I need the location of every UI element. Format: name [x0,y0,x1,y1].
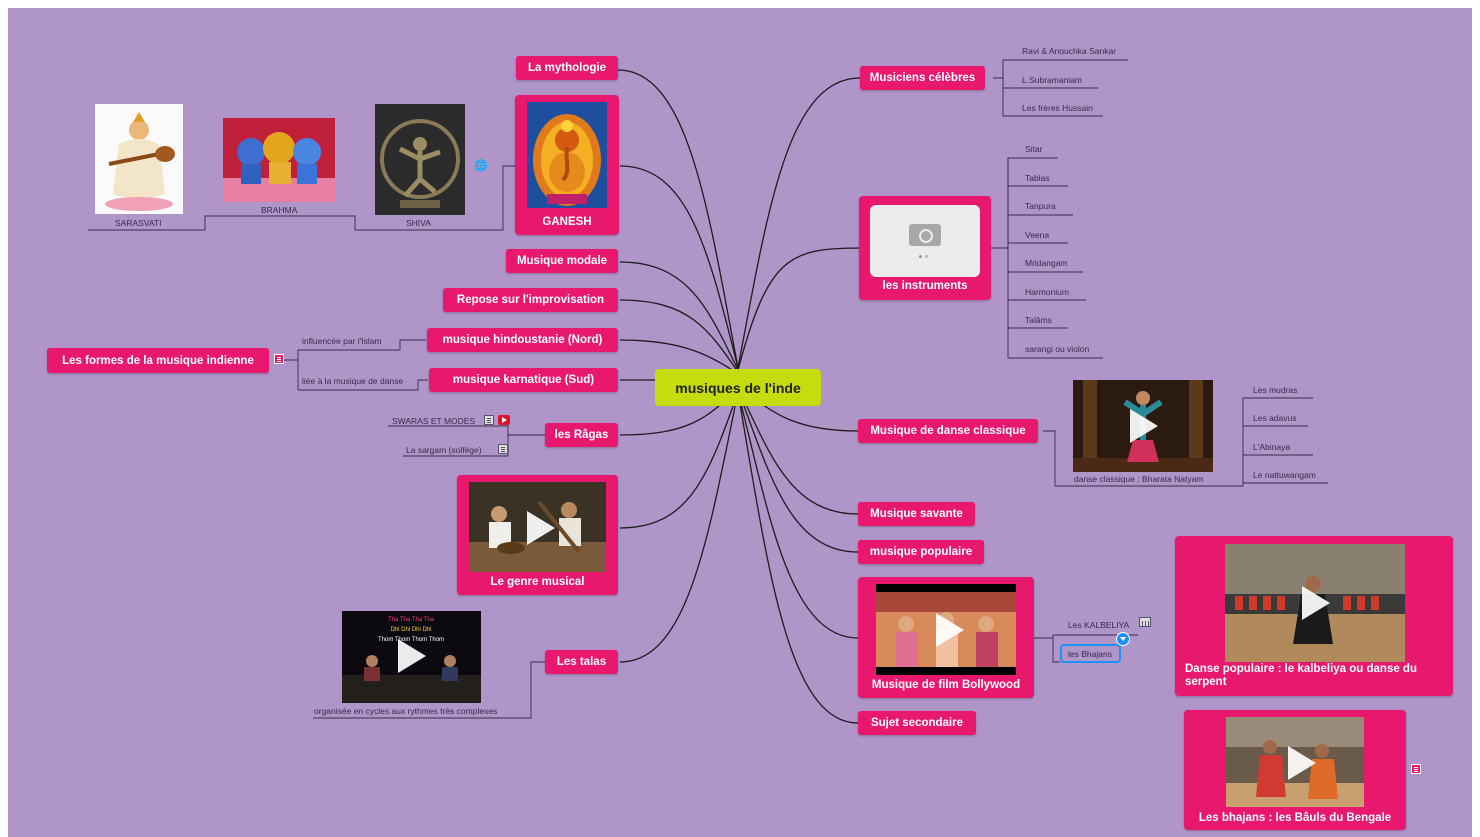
danse-caption: danse classique : Bharata Natyam [1074,474,1204,484]
note-icon[interactable] [484,415,494,425]
topic-sujet-secondaire[interactable]: Sujet secondaire [858,711,976,735]
danse-leaf: Les mudras [1253,385,1298,395]
musicien-leaf: Ravi & Anouchka Sankar [1022,46,1117,56]
ganesh-caption: GANESH [542,216,592,228]
image-placeholder [870,205,980,277]
bollywood-card[interactable]: Musique de film Bollywood [858,577,1034,698]
instrument-leaf: Harmonium [1025,287,1069,297]
danse-leaf: Le nattuwangam [1253,470,1316,480]
sargam-leaf: La sargam (solfège) [406,445,482,455]
instruments-caption: les instruments [882,280,968,292]
instrument-leaf: Tanpura [1025,201,1056,211]
topic-improvisation[interactable]: Repose sur l'improvisation [443,288,618,312]
brahma-label: BRAHMA [261,205,298,215]
swaras-leaf: SWARAS ET MODES [392,416,476,426]
musicien-leaf: L.Subramaniam [1022,75,1083,85]
danse-populaire-card[interactable]: Danse populaire : le kalbeliya ou danse … [1175,536,1453,696]
shiva-label: SHIVA [406,218,431,228]
play-icon[interactable] [398,639,426,673]
instrument-leaf: sarangi ou violon [1025,344,1090,354]
play-icon[interactable] [1302,586,1330,620]
topic-musique-modale[interactable]: Musique modale [506,249,618,273]
note-icon[interactable] [274,354,284,364]
note-icon[interactable] [498,444,508,454]
instrument-leaf: Veena [1025,230,1050,240]
danse-populaire-caption: Danse populaire : le kalbeliya ou danse … [1185,663,1417,688]
instrument-leaf: Mridangam [1025,258,1068,268]
shiva-image [375,104,465,215]
ganesh-card[interactable]: GANESH [515,95,619,235]
topic-formes-musique[interactable]: Les formes de la musique indienne [47,348,269,373]
add-child-button[interactable] [1116,632,1130,646]
instruments-card[interactable]: les instruments [859,196,991,300]
talas-text-1: Tha Tha Tha Tha [388,617,435,623]
museum-icon[interactable] [1139,617,1151,627]
genre-video-thumbnail [469,482,606,572]
talas-text-2: Dhi Dhi Dhi Dhi [390,627,431,633]
danse-leaf: L'Abinaya [1253,442,1291,452]
instrument-leaf: Talâms [1025,315,1052,325]
play-icon[interactable] [936,613,964,647]
youtube-icon[interactable] [498,415,510,425]
bollywood-caption: Musique de film Bollywood [871,679,1021,691]
musicien-leaf: Les frères Hussain [1022,103,1093,113]
play-icon[interactable] [1288,746,1316,780]
topic-danse-classique[interactable]: Musique de danse classique [858,419,1038,443]
topic-mythologie[interactable]: La mythologie [516,56,618,80]
topic-talas[interactable]: Les talas [545,650,618,674]
bauls-caption: Les bhajans : les Bâuls du Bengale [1198,812,1392,824]
ganesh-image [527,102,607,208]
topic-musique-savante[interactable]: Musique savante [858,502,975,526]
topic-hindoustanie[interactable]: musique hindoustanie (Nord) [427,328,618,352]
danse-leaf: Les adavus [1253,413,1297,423]
play-icon[interactable] [1130,409,1158,443]
genre-caption: Le genre musical [490,576,585,588]
topic-musique-populaire[interactable]: musique populaire [858,540,984,564]
bhajans-label: les Bhajans [1068,649,1112,659]
bauls-video-thumbnail [1226,717,1364,807]
talas-note: organisée en cycles aux rythmes très com… [314,706,498,716]
sarasvati-image [95,104,183,214]
topic-ragas[interactable]: les Râgas [545,423,618,447]
genre-musical-card[interactable]: Le genre musical [457,475,618,595]
play-icon[interactable] [527,511,555,545]
topic-musiciens[interactable]: Musiciens célèbres [860,66,985,90]
globe-icon[interactable]: 🌐 [474,160,488,172]
kalbeliya-leaf: Les KALBELIYA [1068,620,1130,630]
instrument-leaf: Sitar [1025,144,1043,154]
note-icon[interactable] [1411,764,1421,774]
hindoustanie-note: influencée par l'Islam [302,336,382,346]
bauls-card[interactable]: Les bhajans : les Bâuls du Bengale [1184,710,1406,830]
central-topic[interactable]: musiques de l'inde [655,369,821,406]
mindmap-canvas[interactable]: musiques de l'inde La mythologie GANESH … [8,8,1472,837]
camera-icon [909,224,941,246]
bhajans-selected-leaf[interactable]: les Bhajans [1060,644,1121,663]
karnatique-note: liée à la musique de danse [302,376,404,386]
brahma-image [223,118,335,202]
instrument-leaf: Tablas [1025,173,1050,183]
topic-karnatique[interactable]: musique karnatique (Sud) [429,368,618,392]
sarasvati-label: SARASVATI [115,218,162,228]
